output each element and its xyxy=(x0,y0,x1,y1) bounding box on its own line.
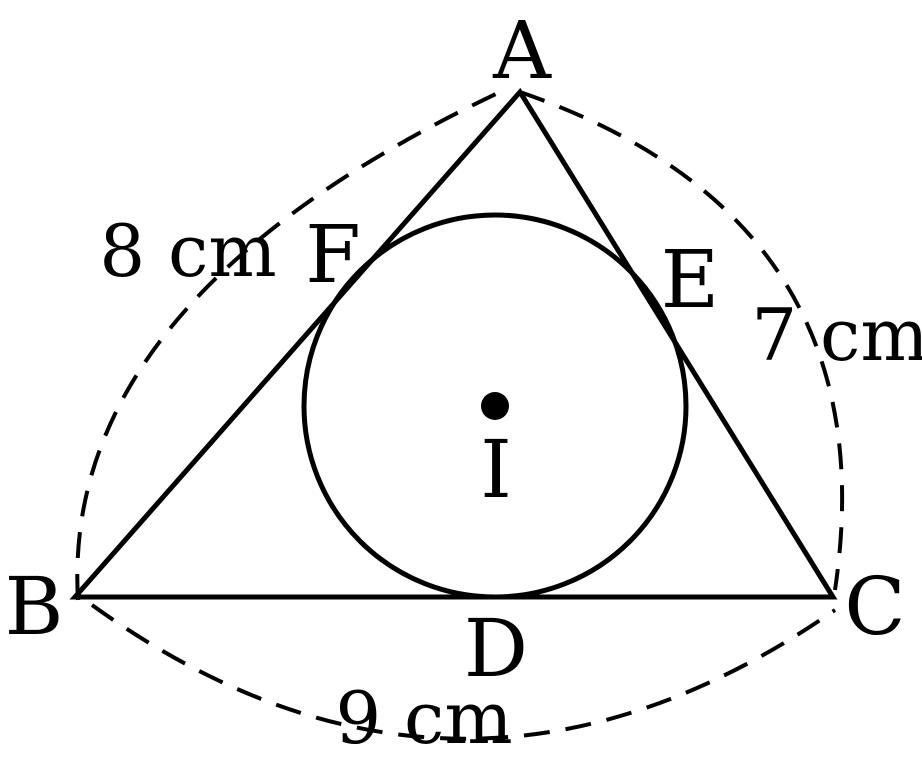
incircle xyxy=(301,212,689,600)
tangent-label-f: F xyxy=(305,208,361,301)
tangent-label-d: D xyxy=(464,602,528,695)
vertex-label-c: C xyxy=(844,560,905,653)
incenter-label: I xyxy=(480,423,512,516)
dashed-arc-bc xyxy=(90,603,837,741)
dashed-arc-ac xyxy=(519,90,844,591)
triangle-abc xyxy=(69,87,838,600)
dashed-arc-ab xyxy=(75,90,501,601)
tangent-label-e: E xyxy=(661,233,719,326)
side-length-ac: 7 cm xyxy=(751,293,922,377)
vertex-label-b: B xyxy=(5,560,64,653)
side-length-bc: 9 cm xyxy=(335,676,512,760)
side-length-ab: 8 cm xyxy=(99,209,276,293)
vertex-label-a: A xyxy=(492,4,552,97)
incenter-dot xyxy=(481,392,509,420)
